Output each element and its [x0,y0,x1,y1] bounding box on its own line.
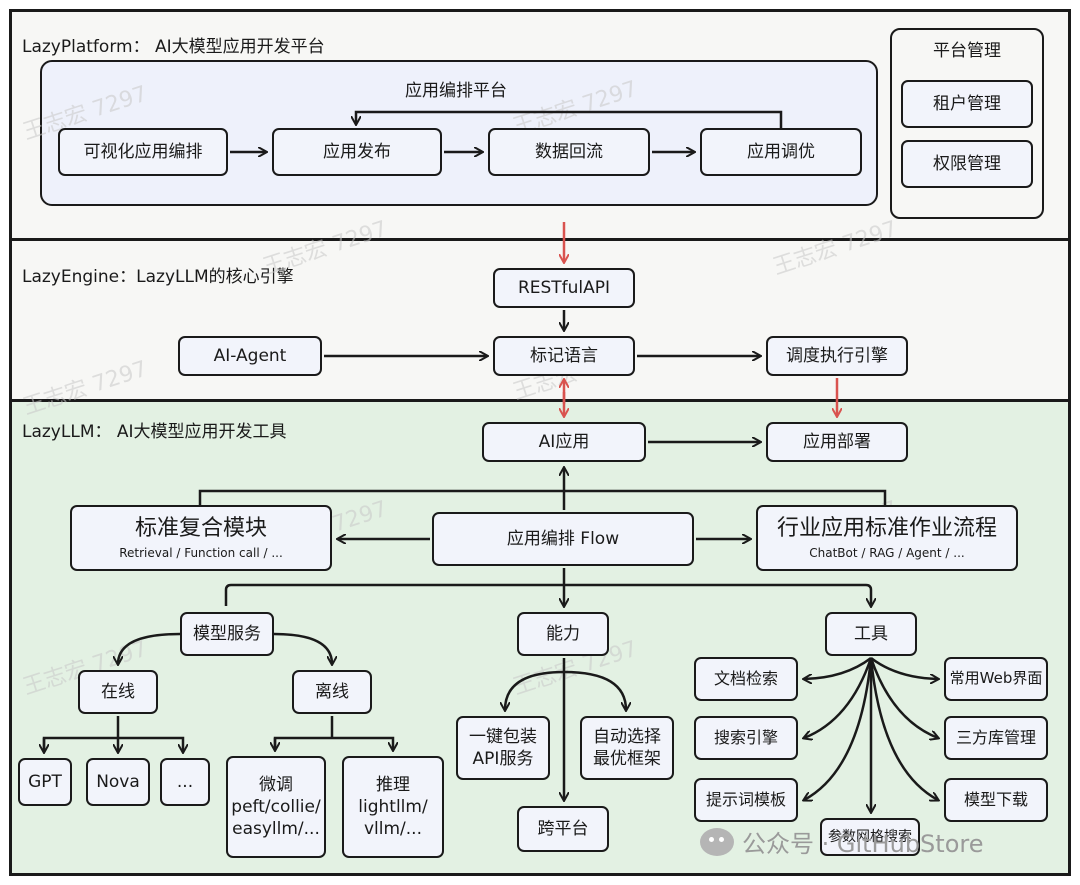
standard-modules-subtitle: Retrieval / Function call / ... [119,545,283,560]
standard-modules-box: 标准复合模块 Retrieval / Function call / ... [70,505,332,571]
engine-title: LazyEngine：LazyLLM的核心引擎 [22,267,294,287]
footer-watermark: 公众号 · GitHubStore [700,824,984,859]
nova-box: Nova [86,758,150,806]
ai-app-box: AI应用 [482,422,646,462]
inference-line: vllm/... [363,819,422,840]
industry-flow-subtitle: ChatBot / RAG / Agent / ... [809,545,965,560]
doc-search-box: 文档检索 [694,657,798,701]
permission-management-box: 权限管理 [901,140,1033,188]
auto-select-line: 最优框架 [593,749,661,769]
data-backflow-box: 数据回流 [488,128,650,176]
third-party-box: 三方库管理 [944,716,1048,760]
auto-select-box: 自动选择 最优框架 [580,716,674,780]
prompt-template-box: 提示词模板 [694,778,798,822]
markup-language-box: 标记语言 [493,336,635,376]
app-publish-box: 应用发布 [272,128,442,176]
finetune-line: peft/collie/ [231,796,321,817]
cross-platform-box: 跨平台 [517,806,609,852]
finetune-box: 微调 peft/collie/ easyllm/... [226,756,326,858]
online-box: 在线 [78,670,158,714]
standard-modules-title: 标准复合模块 [134,515,267,541]
param-grid-search-box: 参数网格搜索 [820,818,920,856]
more-models-box: ... [160,758,210,806]
web-ui-box: 常用Web界面 [944,657,1048,701]
one-click-line: API服务 [472,749,534,769]
app-deploy-box: 应用部署 [766,422,908,462]
inference-box: 推理 lightllm/ vllm/... [342,756,444,858]
ai-agent-box: AI-Agent [178,336,322,376]
finetune-line: easyllm/... [232,819,320,840]
restful-api-box: RESTfulAPI [493,268,635,308]
gpt-box: GPT [18,758,72,806]
platform-title: LazyPlatform： AI大模型应用开发平台 [22,37,325,57]
platform-management-title: 平台管理 [933,41,1001,61]
footer-text: 公众号 · GitHubStore [742,830,984,858]
offline-box: 离线 [292,670,372,714]
lazyllm-title: LazyLLM： AI大模型应用开发工具 [22,422,287,442]
tenant-management-box: 租户管理 [901,80,1033,128]
visual-orchestration-box: 可视化应用编排 [58,128,228,176]
search-engine-box: 搜索引擎 [694,716,798,760]
app-tuning-box: 应用调优 [700,128,862,176]
model-service-box: 模型服务 [180,612,274,656]
scheduler-box: 调度执行引擎 [766,336,908,376]
wechat-icon [700,827,734,856]
inference-line: 推理 [376,774,410,795]
capability-box: 能力 [517,612,609,656]
auto-select-line: 自动选择 [593,726,661,747]
orchestration-title: 应用编排平台 [405,81,507,101]
industry-flow-title: 行业应用标准作业流程 [776,515,997,541]
flow-box: 应用编排 Flow [432,512,694,566]
finetune-line: 微调 [259,774,293,795]
inference-line: lightllm/ [358,796,428,817]
industry-flow-box: 行业应用标准作业流程 ChatBot / RAG / Agent / ... [756,505,1018,571]
model-download-box: 模型下载 [944,778,1048,822]
one-click-api-box: 一键包装 API服务 [456,716,550,780]
tools-box: 工具 [825,612,917,656]
one-click-line: 一键包装 [469,726,537,747]
